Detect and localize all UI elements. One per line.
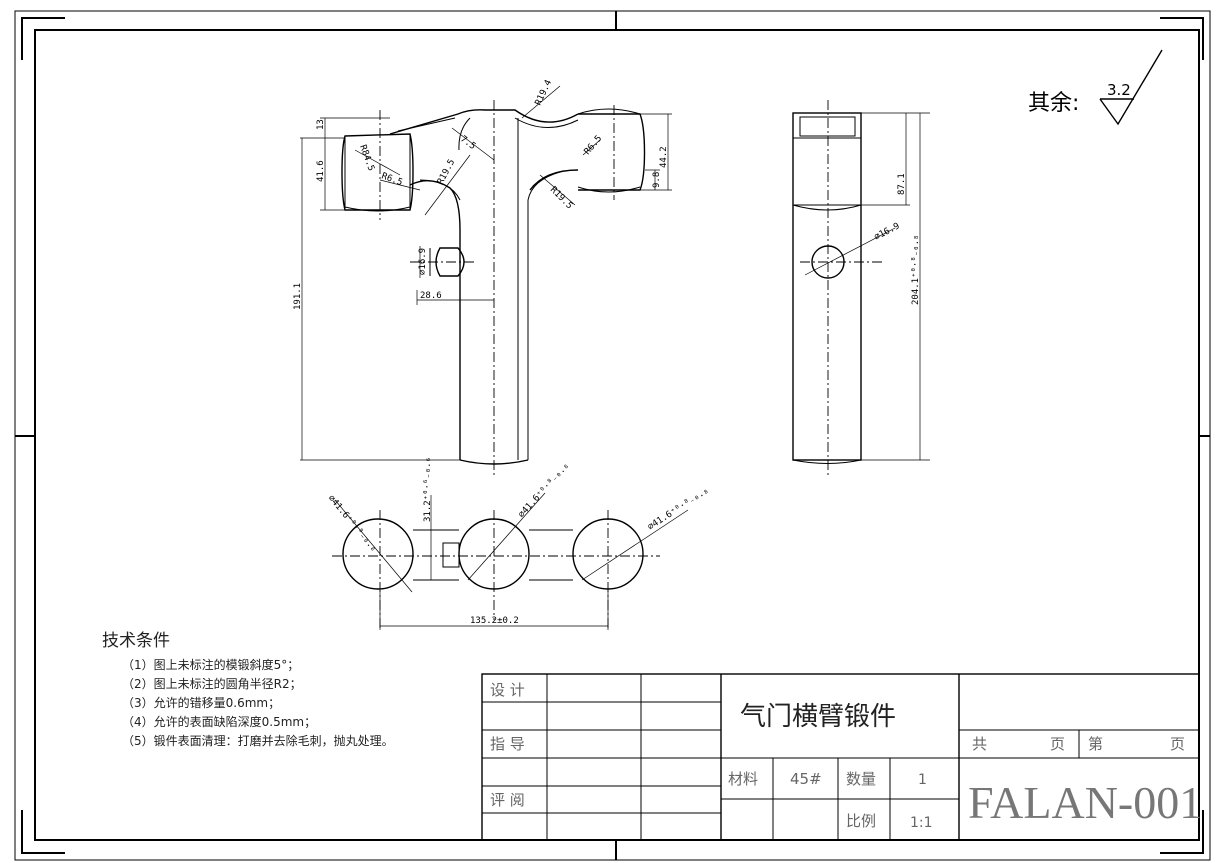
- tb-sheets-total: 共: [972, 735, 987, 753]
- roughness-label: 其余:: [1028, 91, 1079, 116]
- side-view: 87.1 ⌀16.9 204.1⁺⁰·⁸₋₀.₈: [792, 100, 930, 475]
- dim-9-8: 9.8: [652, 172, 662, 188]
- bottom-view: ⌀41.6⁺⁰·⁸₋₀.₈ 31.2⁺⁰·⁶₋₀.₆ ⌀41.6⁺⁰·⁸₋₀.₈…: [326, 457, 711, 630]
- tb-material-value: 45#: [790, 770, 822, 788]
- dim-phi41-6-left: ⌀41.6⁺⁰·⁸₋₀.₈: [326, 494, 379, 554]
- dim-44-2: 44.2: [659, 146, 669, 168]
- note-3: （3）允许的错移量0.6mm；: [122, 695, 280, 710]
- dim-31-2: 31.2⁺⁰·⁶₋₀.₆: [423, 457, 433, 522]
- tb-quantity-value: 1: [918, 772, 927, 788]
- tb-sheets-page-b: 页: [1170, 735, 1185, 753]
- tb-review-label: 评 阅: [490, 791, 525, 809]
- tb-scale-value: 1:1: [910, 815, 933, 831]
- tb-part-name: 气门横臂锻件: [740, 702, 896, 732]
- tb-quantity-label: 数量: [846, 770, 876, 788]
- note-5: （5）锻件表面清理：打磨并去除毛刺，抛丸处理。: [122, 733, 394, 748]
- dim-7-5: 7.5: [458, 134, 477, 152]
- tb-guide-label: 指 导: [490, 735, 525, 753]
- tb-sheet-num: 第: [1088, 735, 1103, 753]
- front-view: 13 41.6 191.1 R84.5 R6.5 R19.5 7.5 R19.4…: [293, 78, 672, 475]
- notes-title: 技术条件: [102, 631, 170, 651]
- dim-r19-5-left: R19.5: [436, 158, 458, 187]
- note-1: （1）图上未标注的模锻斜度5°；: [122, 657, 299, 672]
- dim-phi41-6-right: ⌀41.6⁺⁰·⁸₋₀.₈: [646, 486, 711, 533]
- dim-phi16-9-side: ⌀16.9: [873, 221, 902, 242]
- dim-phi41-6-mid: ⌀41.6⁺⁰·⁸₋₀.₈: [517, 461, 572, 520]
- dim-135-2: 135.2±0.2: [470, 616, 519, 626]
- sheet-border: [14, 10, 1211, 861]
- dim-r19-5-right: R19.5: [548, 185, 574, 211]
- tb-material-label: 材料: [728, 770, 758, 788]
- dim-204-1: 204.1⁺⁰·⁸₋₀.₈: [911, 235, 921, 305]
- dim-41-6: 41.6: [316, 160, 326, 182]
- tb-scale-label: 比例: [846, 812, 876, 830]
- note-4: （4）允许的表面缺陷深度0.5mm；: [122, 714, 316, 729]
- dim-28-6: 28.6: [420, 291, 442, 301]
- dim-r84-5: R84.5: [357, 144, 376, 173]
- tb-sheets-page-a: 页: [1050, 735, 1065, 753]
- roughness-symbol: 其余: 3.2: [1028, 49, 1163, 126]
- technical-notes: 技术条件 （1）图上未标注的模锻斜度5°； （2）图上未标注的圆角半径R2； （…: [102, 631, 394, 748]
- note-2: （2）图上未标注的圆角半径R2；: [122, 676, 302, 691]
- title-block: 设 计 指 导 评 阅 气门横臂锻件 材料 45# 数量 1 比例 1:1 共 …: [481, 673, 1202, 841]
- roughness-value: 3.2: [1107, 81, 1131, 99]
- dim-r6-5-left: R6.5: [380, 171, 404, 188]
- dim-191-1: 191.1: [293, 283, 303, 310]
- dim-phi16-9-front: ⌀16.9: [418, 248, 428, 275]
- dim-87-1: 87.1: [897, 173, 907, 195]
- dim-r19-4: R19.4: [534, 78, 555, 107]
- dim-13: 13: [316, 119, 326, 130]
- tb-drawing-number: FALAN-001: [968, 777, 1202, 828]
- dim-r6-5-right: R6.5: [583, 134, 605, 157]
- tb-design-label: 设 计: [490, 681, 525, 699]
